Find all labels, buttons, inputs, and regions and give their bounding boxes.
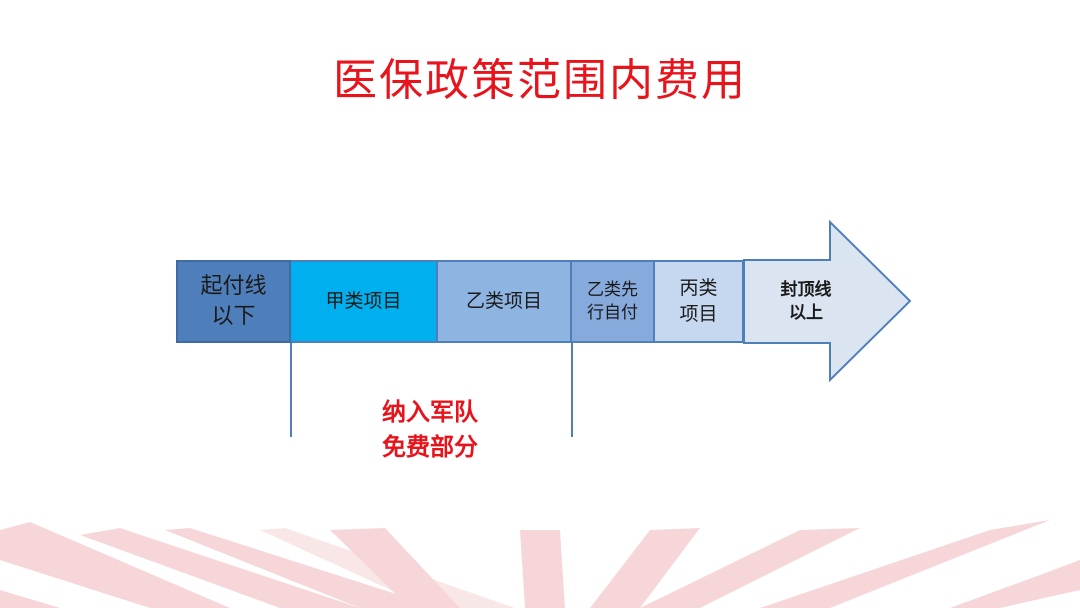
segment-class-c: 丙类 项目 (655, 260, 744, 343)
segment-class-b: 乙类项目 (438, 260, 572, 343)
military-free-note: 纳入军队 免费部分 (382, 398, 478, 461)
segment-class-a: 甲类项目 (291, 260, 438, 343)
segment-class-b-copay: 乙类先 行自付 (572, 260, 655, 343)
segment-above-cap: 封顶线 以上 (780, 279, 832, 323)
segment-below-deductible: 起付线 以下 (176, 260, 291, 343)
slide-title: 医保政策范围内费用 (333, 55, 747, 106)
arrow-shape (743, 219, 912, 383)
